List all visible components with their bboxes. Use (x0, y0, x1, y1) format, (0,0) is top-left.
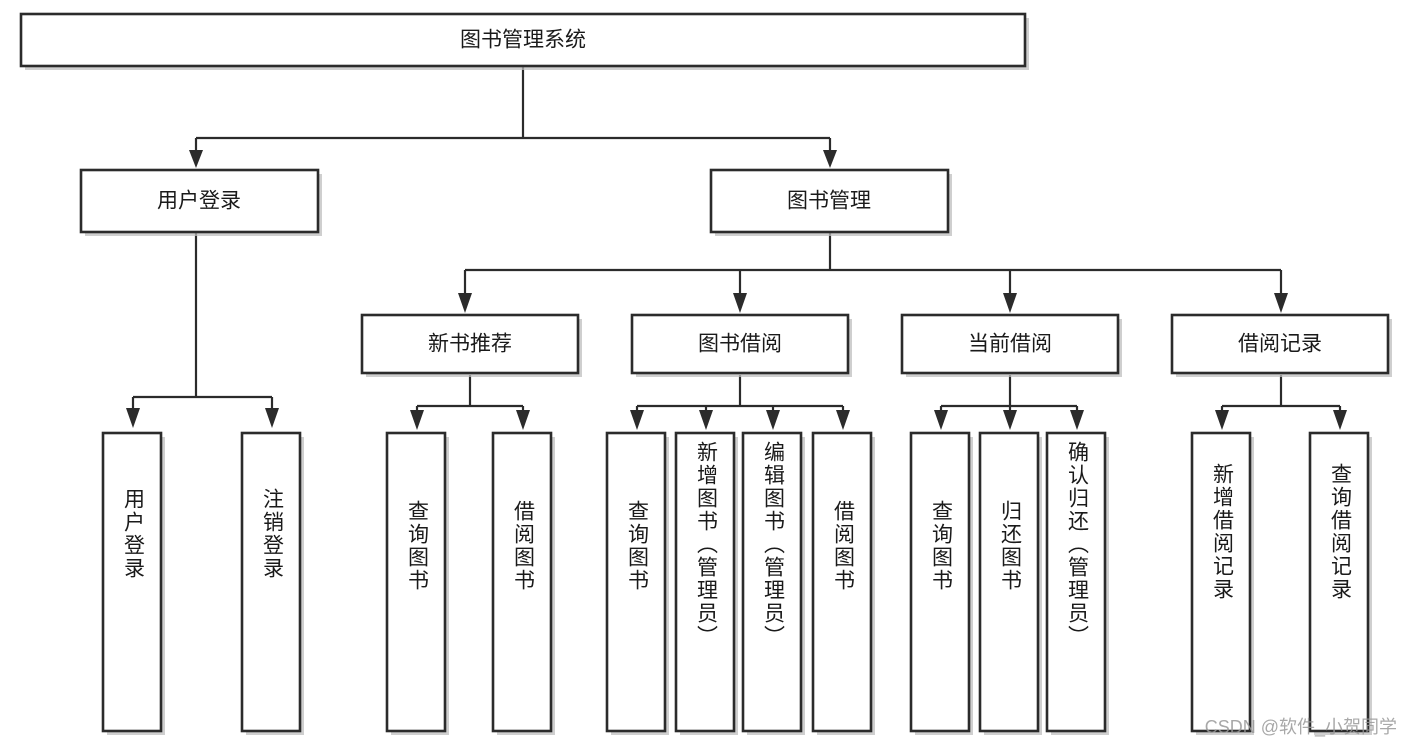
node-leaf-confirm-return[interactable] (1045, 431, 1107, 733)
node-borrow-record[interactable] (1170, 313, 1390, 375)
node-user-login[interactable] (79, 168, 320, 234)
arrow-leaf-query-record (1333, 410, 1347, 430)
node-layer: 图书管理系统 用户登录 图书管理 新书推荐 图书借阅 当前借阅 借阅记录 (19, 12, 1392, 735)
label-current-borrow: 当前借阅 (968, 333, 1052, 356)
arrow-leaf-borrow-book-2 (836, 410, 850, 430)
arrow-borrow-record (1274, 293, 1288, 313)
node-leaf-return-book[interactable] (978, 431, 1040, 733)
node-leaf-add-book[interactable] (674, 431, 736, 733)
label-book-management: 图书管理 (787, 190, 871, 213)
root-node-box[interactable] (19, 12, 1027, 68)
node-leaf-user-login[interactable] (101, 431, 163, 733)
node-leaf-add-record[interactable] (1190, 431, 1252, 733)
node-leaf-query-book-3[interactable] (909, 431, 971, 733)
label-user-login: 用户登录 (157, 190, 241, 213)
node-leaf-logout-login[interactable] (240, 431, 302, 733)
label-borrow-record: 借阅记录 (1238, 333, 1322, 356)
node-book-borrow[interactable] (630, 313, 850, 375)
edge-layer (126, 66, 1347, 430)
node-leaf-query-record[interactable] (1308, 431, 1370, 733)
label-book-borrow: 图书借阅 (698, 333, 782, 356)
arrow-leaf-borrow-book-1 (516, 410, 530, 430)
label-new-book-recommend: 新书推荐 (428, 333, 512, 356)
arrow-leaf-return-book (1003, 410, 1017, 430)
arrow-leaf-add-record (1215, 410, 1229, 430)
arrow-current-borrow (1003, 293, 1017, 313)
root-node-label: 图书管理系统 (460, 29, 586, 52)
arrow-leaf-query-book-2 (630, 410, 644, 430)
node-leaf-edit-book[interactable] (741, 431, 803, 733)
arrow-user-login (189, 150, 203, 168)
arrow-leaf-add-book (699, 410, 713, 430)
arrow-leaf-user-login (126, 408, 140, 428)
node-new-book-recommend[interactable] (360, 313, 580, 375)
node-leaf-query-book-2[interactable] (605, 431, 667, 733)
arrow-book-borrow (733, 293, 747, 313)
arrow-leaf-query-book-3 (934, 410, 948, 430)
arrow-leaf-confirm-return (1070, 410, 1084, 430)
node-leaf-query-book-1[interactable] (385, 431, 447, 733)
arrow-book-management (823, 150, 837, 168)
arrow-leaf-logout-login (265, 408, 279, 428)
arrow-leaf-edit-book (766, 410, 780, 430)
node-leaf-borrow-book-1[interactable] (491, 431, 553, 733)
node-current-borrow[interactable] (900, 313, 1120, 375)
node-leaf-borrow-book-2[interactable] (811, 431, 873, 733)
node-book-management[interactable] (709, 168, 950, 234)
arrow-leaf-query-book-1 (410, 410, 424, 430)
arrow-new-book-recommend (458, 293, 472, 313)
csdn-watermark: CSDN @软件_小贺同学 (1204, 717, 1397, 737)
